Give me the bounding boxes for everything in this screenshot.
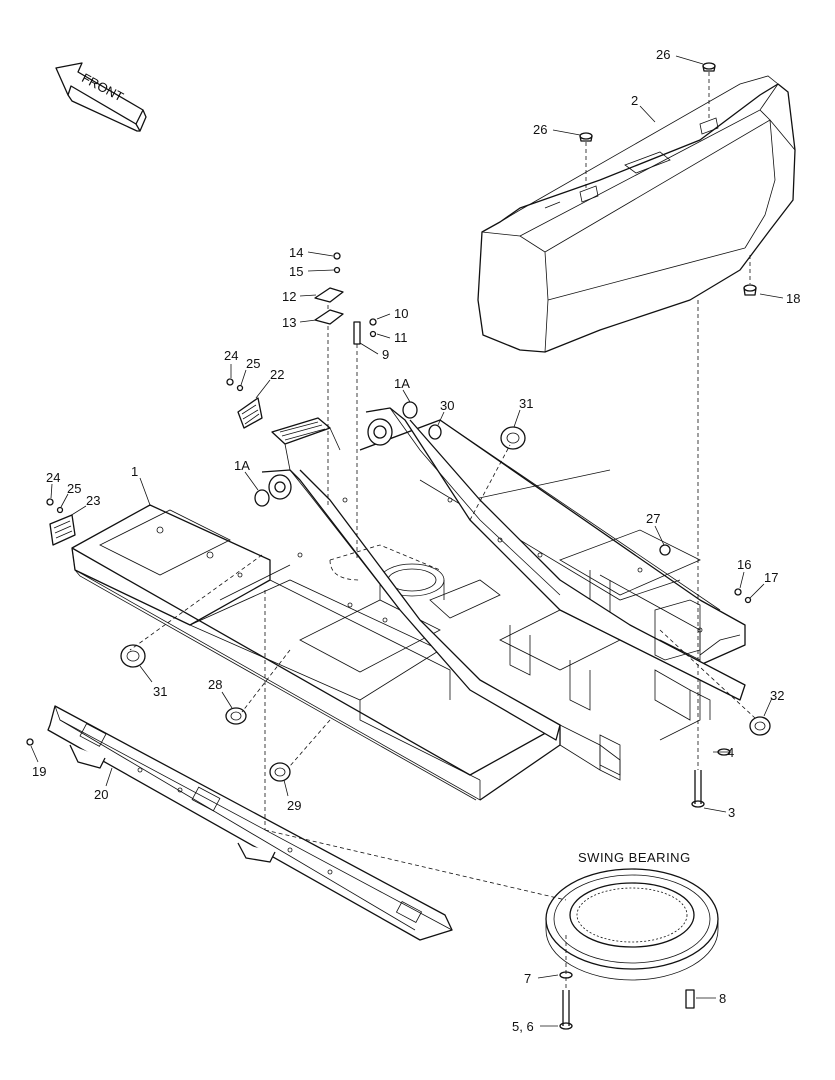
pin-8 (685, 989, 695, 1009)
callout-3: 3 (728, 805, 735, 820)
gasket-13 (314, 309, 344, 325)
callout-1: 1 (131, 464, 138, 479)
callout-18: 18 (786, 291, 800, 306)
grommet-31a (500, 426, 526, 450)
callout-11: 11 (394, 330, 408, 345)
callout-28: 28 (208, 677, 222, 692)
callout-1A: 1A (234, 458, 250, 473)
leader-lines (30, 55, 784, 1027)
callout-24: 24 (224, 348, 238, 363)
bolt-3 (691, 300, 705, 808)
callout-12: 12 (282, 289, 296, 304)
callout-25: 25 (246, 356, 260, 371)
callout-29: 29 (287, 798, 301, 813)
callout-labels: 26 2 26 18 14 15 12 13 10 11 9 24 25 22 … (32, 47, 800, 1034)
callout-23: 23 (86, 493, 100, 508)
callout-9: 9 (382, 347, 389, 362)
plug-18 (743, 255, 757, 296)
callout-22: 22 (270, 367, 284, 382)
callout-26: 26 (656, 47, 670, 62)
callout-25: 25 (67, 481, 81, 496)
bolt-5-6 (559, 990, 573, 1030)
counterweight (477, 75, 796, 353)
front-arrow-label: FRONT (79, 70, 126, 104)
bolt-16 (734, 588, 742, 596)
grommet-29 (269, 762, 291, 782)
callout-13: 13 (282, 315, 296, 330)
bolt-24a (226, 378, 234, 386)
seal-32 (749, 716, 771, 736)
bracket-9 (353, 321, 361, 560)
callout-16: 16 (737, 557, 751, 572)
swing-bearing (545, 868, 719, 981)
grommet-27 (659, 544, 671, 556)
callout-20: 20 (94, 787, 108, 802)
callout-27: 27 (646, 511, 660, 526)
cap-30 (428, 424, 442, 440)
screw-19 (26, 738, 34, 746)
callout-1A: 1A (394, 376, 410, 391)
bushing-1A-left (254, 489, 270, 507)
upper-frame (71, 407, 746, 801)
washer-17 (744, 596, 752, 604)
callout-5-6: 5, 6 (512, 1019, 534, 1034)
callout-8: 8 (719, 991, 726, 1006)
washer-25b (56, 506, 64, 514)
plug-26-top (702, 62, 716, 118)
cover-22 (237, 397, 263, 429)
callout-31: 31 (153, 684, 167, 699)
bolt-10 (369, 318, 377, 326)
bushing-1A-right (402, 401, 418, 419)
callout-32: 32 (770, 688, 784, 703)
cover-23 (49, 514, 76, 546)
plug-26-left (579, 132, 593, 188)
callout-26: 26 (533, 122, 547, 137)
callout-2: 2 (631, 93, 638, 108)
swing-bearing-title: SWING BEARING (578, 850, 691, 865)
washer-15 (333, 266, 341, 274)
callout-4: 4 (727, 745, 734, 760)
callout-24: 24 (46, 470, 60, 485)
undercover-plate (47, 705, 453, 941)
front-arrow-icon (55, 62, 147, 132)
callout-7: 7 (524, 971, 531, 986)
callout-10: 10 (394, 306, 408, 321)
callout-30: 30 (440, 398, 454, 413)
callout-17: 17 (764, 570, 778, 585)
washer-11 (369, 330, 377, 338)
washer-25a (236, 384, 244, 392)
callout-19: 19 (32, 764, 46, 779)
callout-31: 31 (519, 396, 533, 411)
bolt-24b (46, 498, 54, 506)
bolt-14 (333, 252, 341, 260)
grommet-31b (120, 644, 146, 668)
grommet-28 (225, 707, 247, 725)
cover-12 (314, 287, 344, 505)
callout-15: 15 (289, 264, 303, 279)
callout-14: 14 (289, 245, 303, 260)
